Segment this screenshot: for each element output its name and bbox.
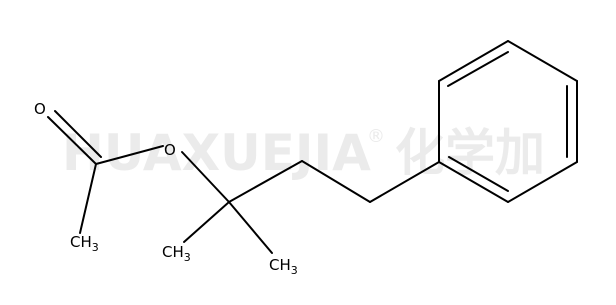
watermark-text: HUAXUEJIA: [62, 124, 371, 182]
bond-carbonyl-to-methyl: [79, 163, 97, 234]
watermark-chinese-text: 化学加: [395, 124, 545, 182]
atom-labels: O O CH3 CH3 CH3: [34, 100, 298, 277]
bond-ch2-to-ch2: [301, 160, 371, 203]
bond-carbonyl-to-ester-oxygen: [95, 145, 164, 165]
bond-quaternary-to-left-methyl: [183, 201, 230, 243]
acetyl-methyl-label: CH3: [70, 233, 99, 254]
ring-bond: [438, 161, 509, 203]
ring-bond: [438, 40, 509, 82]
bond-ester-oxygen-to-quaternary: [181, 151, 230, 203]
bond-carbonyl-double-1: [47, 116, 97, 165]
ring-inner-double-bond: [447, 51, 509, 87]
gem-methyl-left-main: CH: [162, 243, 184, 261]
ring-inner-double-bond: [448, 156, 509, 192]
ring-bond: [507, 161, 578, 203]
gem-methyl-right-main: CH: [269, 256, 291, 274]
carbonyl-oxygen-label: O: [34, 100, 46, 118]
ester-oxygen-label: O: [164, 141, 176, 159]
acetyl-methyl-subscript: 3: [92, 241, 99, 254]
gem-methyl-right-label: CH3: [269, 256, 298, 277]
bond-quaternary-to-right-methyl: [228, 201, 273, 254]
benzene-ring: [438, 40, 578, 203]
bond-carbonyl-double-2: [54, 110, 102, 158]
gem-methyl-right-subscript: 3: [291, 264, 298, 277]
gem-methyl-left-subscript: 3: [184, 251, 191, 264]
watermark-registered-mark: ®: [367, 126, 385, 147]
gem-methyl-left-label: CH3: [162, 243, 191, 264]
bond-quaternary-to-ch2: [228, 160, 303, 203]
acetyl-methyl-main: CH: [70, 233, 92, 251]
bond-ch2-to-phenyl: [369, 161, 440, 203]
bonds: [47, 110, 440, 254]
ring-bond: [507, 40, 578, 82]
